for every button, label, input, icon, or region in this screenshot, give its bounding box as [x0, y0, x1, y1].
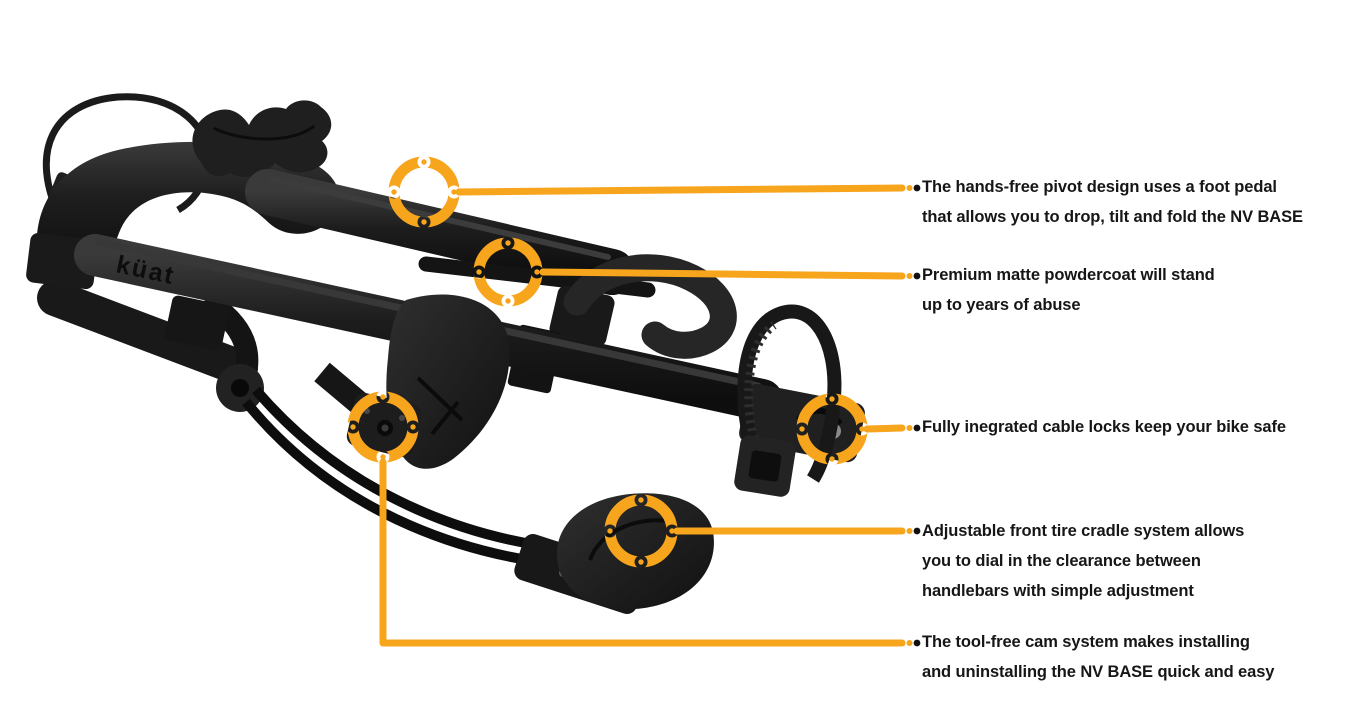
callout-marker-notch-dot — [451, 189, 457, 195]
left-lower-beam — [37, 280, 258, 386]
callout-marker-notch-dot — [391, 189, 397, 195]
callout-bullet-tire-cradle — [913, 527, 921, 535]
front-tire-scoop — [556, 493, 714, 610]
callout-marker-notch-dot — [380, 394, 386, 400]
callout-marker-notch-dot — [421, 159, 427, 165]
callout-text-hands-free-pivot: The hands-free pivot design uses a foot … — [922, 178, 1303, 226]
callout-marker-notch-dot — [505, 298, 511, 304]
callout-marker-notch-dot — [350, 424, 356, 430]
callout-marker-notch-dot — [669, 528, 675, 534]
callout-annotations — [347, 156, 921, 647]
cam-bolt-center — [381, 424, 389, 432]
front-tire-scoop-rim — [588, 518, 676, 561]
tire-cradle-fin-grooves — [416, 376, 464, 436]
callout-text-cable-locks: Fully inegrated cable locks keep your bi… — [922, 418, 1286, 436]
callout-end-dot-tire-cradle — [906, 528, 913, 534]
pivot-cylinder-bore — [231, 379, 249, 397]
callout-marker-notch-dot — [829, 456, 835, 462]
callout-marker-notch-dot — [410, 424, 416, 430]
callout-marker-notch-dot — [638, 559, 644, 565]
callout-line-cable-locks — [863, 424, 906, 433]
callout-marker-notch-dot — [607, 528, 613, 534]
callout-marker-notch-dot — [829, 396, 835, 402]
rear-ratchet-strap — [737, 304, 842, 483]
callout-line-powdercoat — [539, 268, 906, 280]
callout-marker-notch-dot — [380, 454, 386, 460]
callout-bullet-cable-locks — [913, 424, 921, 432]
callout-line-cam-system — [379, 458, 906, 647]
cam-screw-right — [399, 415, 405, 421]
callout-marker-notch-dot — [799, 426, 805, 432]
callout-marker-notch-dot — [534, 269, 540, 275]
callout-bullet-powdercoat — [913, 272, 921, 280]
callout-line-hands-free-pivot — [455, 184, 906, 196]
foot-pedal — [164, 295, 230, 351]
callout-text-cam-system: The tool-free cam system makes installin… — [922, 633, 1275, 681]
rear-strap-buckle-slot — [748, 450, 782, 482]
callout-text-tire-cradle: Adjustable front tire cradle system allo… — [922, 522, 1245, 600]
callout-bullet-cam-system — [913, 639, 921, 647]
callout-end-dot-cam-system — [906, 640, 913, 646]
callout-marker-notch-dot — [505, 240, 511, 246]
callout-end-dot-powdercoat — [906, 273, 913, 279]
callout-bullet-hands-free-pivot — [913, 184, 921, 192]
callout-marker-notch-dot — [859, 426, 865, 432]
callout-end-dot-cable-locks — [906, 425, 913, 431]
rear-wheel-tray-beam — [245, 169, 635, 295]
callout-text-powdercoat: Premium matte powdercoat will stand up t… — [922, 266, 1215, 314]
callout-marker-notch-dot — [476, 269, 482, 275]
callout-marker-notch-dot — [638, 497, 644, 503]
callout-end-dot-hands-free-pivot — [906, 185, 913, 191]
folded-strap-crease — [213, 124, 315, 141]
callout-marker-notch-dot — [421, 219, 427, 225]
